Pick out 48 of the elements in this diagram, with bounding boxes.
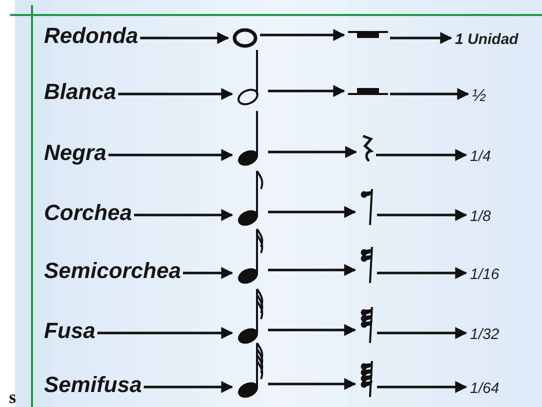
duration-value: 1/32 <box>470 325 500 345</box>
note-name: Redonda <box>44 24 138 48</box>
note-icon <box>236 341 266 399</box>
arrow <box>268 146 358 158</box>
rest-icon <box>359 305 375 345</box>
whole-note-icon <box>232 28 258 48</box>
arrow <box>377 209 468 221</box>
note-name: Semifusa <box>44 373 142 397</box>
arrow <box>390 88 470 100</box>
note-icon <box>236 227 266 285</box>
arrow <box>268 378 356 390</box>
rest-icon <box>360 133 374 163</box>
rest-icon <box>359 359 375 399</box>
rest-icon <box>359 187 375 227</box>
note-name: Semicorchea <box>44 259 181 283</box>
arrow <box>268 324 356 336</box>
arrow <box>118 88 234 100</box>
rest-icon <box>348 85 388 97</box>
note-name: Negra <box>44 141 106 165</box>
arrow <box>377 381 468 393</box>
note-icon <box>236 287 266 345</box>
arrow <box>268 85 346 97</box>
arrow <box>268 264 356 276</box>
arrow <box>144 381 234 393</box>
arrow <box>260 29 346 41</box>
arrow <box>140 32 230 44</box>
duration-value: 1/16 <box>470 265 500 285</box>
arrow <box>377 267 468 279</box>
arrow <box>108 149 234 161</box>
note-name: Fusa <box>44 319 96 343</box>
arrow <box>97 327 234 339</box>
duration-value: 1/8 <box>470 207 491 227</box>
note-icon <box>236 169 266 227</box>
text-fragment: s <box>9 388 16 406</box>
arrow <box>390 32 452 44</box>
arrow <box>182 267 234 279</box>
duration-value: 1/4 <box>470 147 491 167</box>
duration-value: 1 Unidad <box>455 30 518 50</box>
note-name: Corchea <box>44 201 132 225</box>
note-name: Blanca <box>44 80 116 104</box>
arrow <box>134 209 234 221</box>
rest-icon <box>359 245 375 285</box>
duration-value: ½ <box>472 86 486 106</box>
rest-icon <box>348 29 388 41</box>
duration-value: 1/64 <box>470 379 500 399</box>
arrow <box>376 149 468 161</box>
arrow <box>377 327 468 339</box>
arrow <box>268 206 356 218</box>
